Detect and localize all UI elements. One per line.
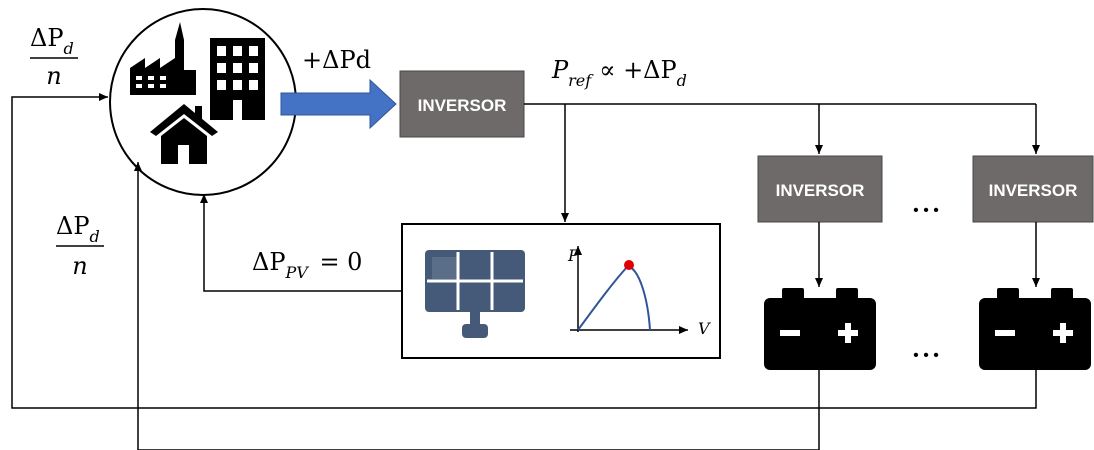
house-icon (150, 104, 218, 164)
inverter-2-label: INVERSOR (776, 181, 865, 200)
inverter-main-label: INVERSOR (418, 96, 507, 115)
inverter-2 (757, 155, 883, 223)
fraction-2-denominator: n (72, 252, 87, 280)
pv-axis-v: V (698, 319, 711, 338)
mpp-dot (624, 260, 634, 270)
feedback-loop-outer (11, 93, 1037, 409)
inverter-main (399, 70, 525, 138)
factory-icon (130, 22, 196, 95)
solar-panel-icon (425, 250, 525, 338)
fraction-1-numerator: ΔPd (30, 24, 74, 58)
building-icon (210, 38, 265, 120)
pv-axis-p: P (567, 246, 579, 265)
fraction-2-numerator: ΔPd (56, 212, 100, 246)
inverter-3-label: INVERSOR (989, 181, 1078, 200)
ellipsis-inverters: • • • (913, 202, 939, 219)
pv-delta-label: ΔPPV = 0 (252, 248, 362, 282)
feedback-pv (200, 194, 402, 292)
battery-1-icon (764, 288, 876, 370)
fraction-1-denominator: n (46, 62, 61, 90)
ellipsis-batteries: • • • (913, 347, 939, 364)
pref-label: Pref∝ +ΔPd (551, 56, 687, 90)
pv-curve-plot (570, 246, 688, 334)
battery-2-icon (979, 288, 1091, 370)
feedback-loop-inner (134, 162, 820, 450)
inverter-3 (972, 155, 1094, 223)
delta-pd-label: +ΔPd (302, 46, 371, 74)
power-flow-arrow (280, 78, 397, 130)
